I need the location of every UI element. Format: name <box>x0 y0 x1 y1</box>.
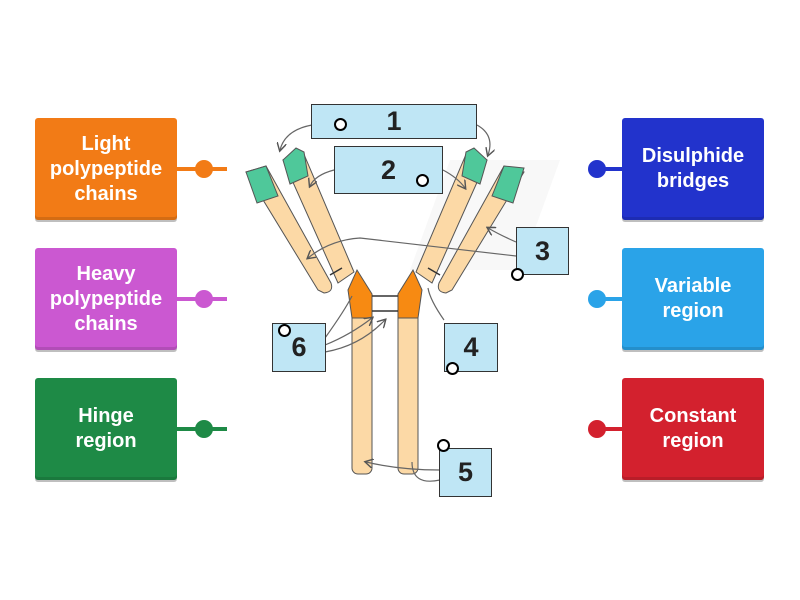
light-chain-right <box>437 165 525 294</box>
label-connector <box>592 297 622 301</box>
label-handle-dot[interactable] <box>588 290 606 308</box>
label-text-line: chains <box>74 182 138 205</box>
drop-target-5[interactable]: 5 <box>439 448 492 497</box>
drop-target-number: 1 <box>386 106 402 136</box>
label-disulphide-bridges[interactable]: Disulphide bridges <box>588 118 764 220</box>
drop-target-pin <box>416 174 429 187</box>
drop-target-6[interactable]: 6 <box>272 323 326 372</box>
label-text-line: Constant <box>649 405 737 427</box>
drop-target-2[interactable]: 2 <box>334 146 443 194</box>
label-text-line: chains <box>74 312 138 335</box>
label-hinge-region[interactable]: Hinge region <box>35 378 227 480</box>
label-text-line: Variable <box>654 275 732 297</box>
drop-target-pin <box>334 118 347 131</box>
label-text-line: polypeptide <box>49 157 163 180</box>
light-chain-left <box>245 165 333 294</box>
label-text-line: Disulphide <box>641 145 745 167</box>
disulphide-bridge-left-arm <box>329 267 343 276</box>
label-connector <box>592 427 622 431</box>
label-handle-dot[interactable] <box>195 160 213 178</box>
label-connector <box>592 167 622 171</box>
label-heavy-polypeptide-chains[interactable]: Heavy polypeptide chains <box>35 248 227 350</box>
drop-target-3[interactable]: 3 <box>516 227 569 275</box>
label-variable-region[interactable]: Variable region <box>588 248 764 350</box>
label-text-line: region <box>662 300 724 322</box>
pointer-lines <box>280 124 517 482</box>
hinge-left <box>347 268 373 319</box>
drop-target-number: 4 <box>463 332 479 362</box>
label-handle-dot[interactable] <box>588 160 606 178</box>
label-text-line: bridges <box>656 170 730 192</box>
heavy-chain-stem-left <box>351 311 373 475</box>
disulphide-bridge-right-arm <box>427 267 441 276</box>
label-text-line: Hinge <box>78 405 134 427</box>
drop-target-pin <box>446 362 459 375</box>
label-constant-region[interactable]: Constant region <box>588 378 764 480</box>
label-text-line: region <box>662 430 724 452</box>
heavy-chain-right-arm <box>415 147 488 284</box>
heavy-chain-stem-right <box>397 311 419 475</box>
label-text-line: Light <box>81 132 131 155</box>
label-handle-dot[interactable] <box>195 420 213 438</box>
label-text-line: region <box>75 430 137 452</box>
drop-target-number: 5 <box>457 457 474 487</box>
hinge-right <box>397 268 423 319</box>
drop-target-pin <box>278 324 291 337</box>
drop-target-number: 3 <box>534 235 551 266</box>
drop-target-number: 6 <box>291 332 307 362</box>
heavy-chain-left-arm <box>282 147 355 284</box>
label-light-polypeptide-chains[interactable]: Light polypeptide chains <box>35 118 227 220</box>
label-handle-dot[interactable] <box>195 290 213 308</box>
label-text-line: polypeptide <box>49 287 163 310</box>
drop-target-pin <box>437 439 450 452</box>
label-text-line: Heavy <box>76 262 136 285</box>
label-handle-dot[interactable] <box>588 420 606 438</box>
drop-target-pin <box>511 268 524 281</box>
drop-target-number: 2 <box>380 154 397 185</box>
